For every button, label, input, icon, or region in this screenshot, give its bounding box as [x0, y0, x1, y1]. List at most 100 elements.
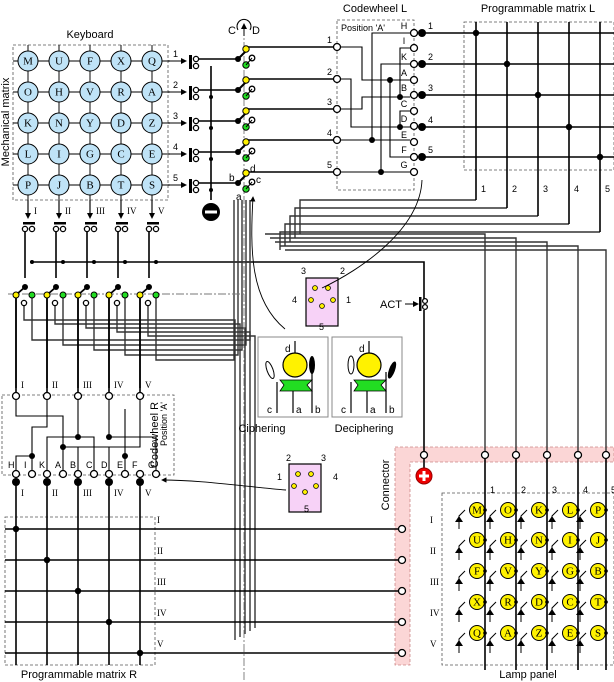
diode-icon — [486, 609, 494, 615]
lamp-panel-title: Lamp panel — [499, 669, 557, 681]
lower-switch-contact-yellow — [136, 291, 144, 299]
col-contact-bar — [85, 222, 97, 225]
codewheel-r-output-label: E — [117, 460, 123, 470]
key-label: Y — [86, 118, 94, 130]
matrix-r-connection-dot — [74, 587, 82, 595]
lamp-label: L — [567, 505, 574, 517]
codewheel-r-junction — [122, 453, 128, 459]
matrix-r-row-label: I — [157, 515, 160, 525]
codewheel-r-title: Codewheel R — [149, 402, 161, 468]
codewheel-r-internal — [108, 400, 157, 470]
lamp-wire — [458, 632, 466, 653]
junction-dot — [92, 260, 96, 264]
col-contact-bar — [116, 222, 128, 225]
key-label: Q — [148, 56, 156, 68]
codewheel-r-internal — [31, 400, 48, 470]
codewheel-r-internal — [15, 400, 64, 470]
plug-callout-line — [250, 196, 286, 330]
lower-switch-contact-green — [152, 291, 160, 299]
col-contact-terminal — [90, 225, 98, 233]
codewheel-r-output — [42, 469, 52, 479]
codewheel-r-position: Position 'A' — [159, 402, 169, 446]
matrix-l-col-label: 1 — [481, 184, 486, 194]
codewheel-r-output-label: F — [132, 460, 138, 470]
codewheel-r-output-label: C — [86, 460, 93, 470]
lower-switch-contact-yellow — [43, 291, 51, 299]
key-J — [48, 174, 70, 196]
codewheel-r-output — [135, 469, 145, 479]
diode-icon — [517, 516, 525, 522]
junction-dot — [604, 569, 608, 573]
key-contact-terminal — [192, 148, 200, 156]
plug-pin-label: 4 — [333, 472, 338, 482]
codewheel-l-output-contact — [418, 153, 426, 161]
lamp-wire — [579, 601, 587, 622]
diode-icon — [455, 578, 463, 584]
junction-dot — [483, 631, 487, 635]
codewheel-r-output-label: K — [39, 460, 45, 470]
key-label: Z — [149, 118, 156, 130]
codewheel-r-output-label: D — [101, 460, 108, 470]
col-contact-terminal — [21, 225, 29, 233]
codewheel-r-junction — [60, 444, 66, 450]
key-H — [48, 81, 70, 103]
key-label: A — [148, 87, 156, 99]
key-N — [48, 112, 70, 134]
lamp-column-feed — [280, 245, 579, 455]
codewheel-l-internal — [389, 80, 410, 158]
lower-switch-contact-yellow — [105, 291, 113, 299]
matrix-l-connection-dot — [534, 91, 542, 99]
lamp-label: C — [566, 597, 573, 609]
key-label: F — [87, 56, 93, 68]
codewheel-l-output-contact — [418, 123, 426, 131]
key-label: B — [86, 180, 93, 192]
codewheel-r-out-label: I — [21, 488, 24, 498]
act-label: ACT — [380, 299, 402, 311]
lamp-column-feed — [285, 249, 607, 455]
mode-pin-a: a — [296, 405, 302, 416]
lamp-label: D — [535, 597, 543, 609]
codewheel-l-output — [409, 43, 419, 53]
key-label: V — [86, 87, 94, 99]
lamp-panel-frame — [441, 492, 614, 666]
junction-dot — [123, 260, 127, 264]
matrix-l-col-label: 2 — [512, 184, 517, 194]
lamp-wire — [489, 539, 497, 560]
matrix-l-col-label: 3 — [543, 184, 548, 194]
connector-row-terminal — [397, 617, 407, 627]
lamp-wire — [551, 601, 559, 622]
codewheel-l-input — [332, 42, 342, 52]
col-contact-terminal — [121, 225, 129, 233]
plug-callout-line — [161, 477, 287, 491]
lamp-label: E — [567, 628, 574, 640]
plug-callout-line — [321, 179, 423, 289]
keyboard-row-label: 4 — [173, 142, 178, 152]
diode-icon — [576, 516, 584, 522]
codewheel-l-input-label: 5 — [327, 160, 332, 170]
junction-dot — [514, 569, 518, 573]
key-U — [48, 50, 70, 72]
junction-dot — [576, 569, 580, 573]
pin-c-label: c — [256, 175, 261, 186]
junction-dot — [30, 260, 34, 264]
codewheel-r-internal — [46, 400, 79, 470]
matrix-r-connection-dot — [12, 525, 20, 533]
codewheel-l-input-label: 2 — [327, 67, 332, 77]
act-bus — [30, 261, 425, 300]
codewheel-l-internal — [371, 32, 410, 140]
diode-icon — [455, 609, 463, 615]
codewheel-r-input-label: I — [21, 380, 24, 390]
codewheel-l-output-contact — [418, 91, 426, 99]
connector-terminal — [601, 450, 611, 460]
junction-dot — [576, 631, 580, 635]
col-contact-terminal — [59, 225, 67, 233]
lamp-label: O — [504, 505, 512, 517]
key-K — [17, 112, 39, 134]
connector-label: Connector — [380, 459, 392, 510]
junction-dot — [576, 538, 580, 542]
key-F — [79, 50, 101, 72]
connector-terminal — [511, 450, 521, 460]
